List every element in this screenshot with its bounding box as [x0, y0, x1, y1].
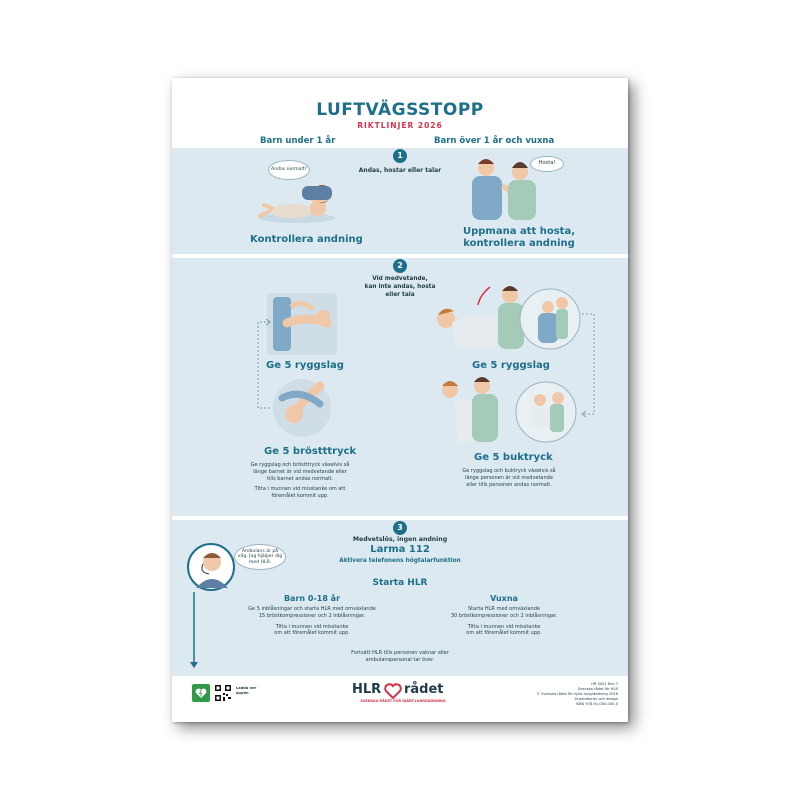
- step1-left-label: Kontrollera andning: [250, 234, 363, 245]
- column-heading-children-adults: Barn över 1 år och vuxna: [434, 136, 555, 146]
- continue-arrow: [190, 592, 198, 668]
- step2-question-line3: eller tala: [385, 291, 415, 298]
- adult-cpr-instructions: Starta HLR med omväxlande 30 bröstkompre…: [416, 606, 592, 637]
- footer-meta-line1: HR 0001 Rev 7: [591, 682, 618, 686]
- app-download-line1: Ladda ner: [236, 686, 257, 690]
- qr-code-icon[interactable]: [214, 684, 232, 702]
- infant-instructions-line5: föremålet kommit upp.: [271, 493, 329, 499]
- adult-cpr-line3: Titta i munnen vid misstanke: [467, 623, 541, 630]
- footer-meta-line2: Svenska rådet för HLR: [577, 687, 618, 692]
- infant-back-blows-label: Ge 5 ryggslag: [266, 360, 344, 371]
- step2-number: 2: [393, 259, 407, 273]
- adult-instructions: Ge ryggslag och buktryck växelvis så län…: [444, 468, 574, 488]
- step2-question-line2: kan inte andas, hosta: [364, 283, 436, 290]
- adult-abdominal-thrusts-label: Ge 5 buktryck: [474, 452, 553, 463]
- app-download-text: Ladda ner appen: [236, 686, 286, 696]
- emergency-call-label: Larma 112: [370, 544, 430, 555]
- adult-abdominal-thrusts-illustration: [442, 377, 577, 443]
- column-heading-infants: Barn under 1 år: [260, 136, 336, 146]
- kids-cpr-line4: om att föremålet kommit upp.: [274, 630, 350, 637]
- poster: LUFTVÄGSSTOPP RIKTLINJER 2026 Barn under…: [172, 78, 628, 722]
- footer-meta-line5: ISBN 978-91-000-000-0: [575, 702, 618, 707]
- infant-breathing-check-illustration: [258, 185, 335, 223]
- step1-right-label: Uppmana att hosta, kontrollera andning: [444, 226, 594, 250]
- adult-cpr-line4: om att föremålet kommit upp.: [466, 630, 542, 637]
- step1-question: Andas, hostar eller talar: [358, 167, 442, 174]
- footer-meta-line3: © Svenska rådet för hjärt-lungräddning 2…: [536, 692, 618, 697]
- poster-subtitle: RIKTLINJER 2026: [357, 121, 443, 130]
- dispatcher-speech-bubble: Ambulans är på väg. Jag hjälper dig med …: [234, 544, 286, 570]
- footer-meta-line4: Illustrationer och design: [574, 697, 618, 702]
- adult-cpr-line2: 30 bröstkompressioner och 2 inblåsningar…: [450, 612, 558, 619]
- kids-cpr-line1: Ge 5 inblåsningar och starta HLR med omv…: [248, 606, 376, 612]
- repeat-arrow-adult: [581, 313, 595, 418]
- step1-right-label-line1: Uppmana att hosta,: [462, 226, 575, 237]
- continue-cpr-line2: ambulanspersonal tar över.: [365, 656, 435, 663]
- kids-cpr-title: Barn 0-18 år: [283, 594, 341, 603]
- continue-cpr-instructions: Fortsätt HLR tills personen vaknar eller…: [320, 650, 480, 664]
- step3-status: Medvetslös, ingen andning: [352, 536, 448, 543]
- logo-hlr-text: HLR: [352, 682, 382, 697]
- speaker-instruction: Aktivera telefonens högtalarfunktion: [339, 558, 461, 564]
- heart-icon: [384, 683, 402, 699]
- dispatcher-portrait: [187, 543, 235, 591]
- step1-right-label-line2: kontrollera andning: [463, 238, 575, 249]
- kids-cpr-line3: Titta i munnen vid misstanke: [275, 623, 349, 630]
- hlr-radet-logo: HLR rådet SVENSKA RÅDET FÖR HJÄRT-LUNGRÄ…: [348, 682, 458, 704]
- adult-cpr-line1: Starta HLR med omväxlande: [468, 606, 540, 612]
- adult-cpr-title: Vuxna: [490, 594, 518, 603]
- infant-instructions: Ge ryggslag och bröstttryck växelvis så …: [240, 462, 360, 500]
- adult-cough-illustration: [472, 159, 536, 220]
- start-cpr-label: Starta HLR: [372, 578, 428, 588]
- infant-back-blows-illustration: [267, 293, 337, 355]
- step3-number: 3: [393, 521, 407, 535]
- infant-instructions-line4: Titta i munnen vid misstanke om att: [254, 486, 346, 493]
- step2-question: Vid medvetande, kan inte andas, hosta el…: [340, 276, 460, 299]
- poster-title: LUFTVÄGSSTOPP: [316, 100, 484, 120]
- repeat-arrow-infant: [257, 318, 271, 409]
- step2-question-line1: Vid medvetande,: [372, 276, 428, 282]
- speech-bubble-infant: Andas normalt?: [268, 160, 310, 180]
- infant-instructions-line1: Ge ryggslag och bröstttryck växelvis så: [250, 462, 350, 468]
- kids-cpr-line2: 15 bröstkompressioner och 2 inblåsningar…: [258, 612, 366, 619]
- app-download-line2: appen: [236, 691, 249, 696]
- infant-chest-thrusts-label: Ge 5 bröstttryck: [264, 446, 357, 457]
- aed-icon: [192, 684, 210, 702]
- step1-number: 1: [393, 149, 407, 163]
- adult-instructions-line1: Ge ryggslag och buktryck växelvis så: [462, 468, 556, 474]
- footer-meta: HR 0001 Rev 7 Svenska rådet för HLR © Sv…: [522, 682, 618, 707]
- adult-instructions-line3: eller tills personen andas normalt.: [466, 481, 552, 488]
- logo-tagline: SVENSKA RÅDET FÖR HJÄRT-LUNGRÄDDNING: [360, 699, 446, 703]
- adult-back-blows-label: Ge 5 ryggslag: [472, 360, 550, 371]
- adult-instructions-line2: länge personen är vid medvetande: [465, 474, 553, 481]
- infant-instructions-line3: tills barnet andas normalt.: [266, 475, 334, 482]
- logo-radet-text: rådet: [404, 682, 444, 697]
- adult-back-blows-illustration: [437, 286, 581, 350]
- infant-instructions-line2: länge barnet är vid medvetande eller: [253, 468, 347, 475]
- infant-chest-thrusts-illustration: [273, 379, 331, 437]
- kids-cpr-instructions: Ge 5 inblåsningar och starta HLR med omv…: [224, 606, 400, 637]
- speech-bubble-cough: Hosta!: [530, 156, 564, 172]
- continue-cpr-line1: Fortsätt HLR tills personen vaknar eller: [351, 650, 449, 656]
